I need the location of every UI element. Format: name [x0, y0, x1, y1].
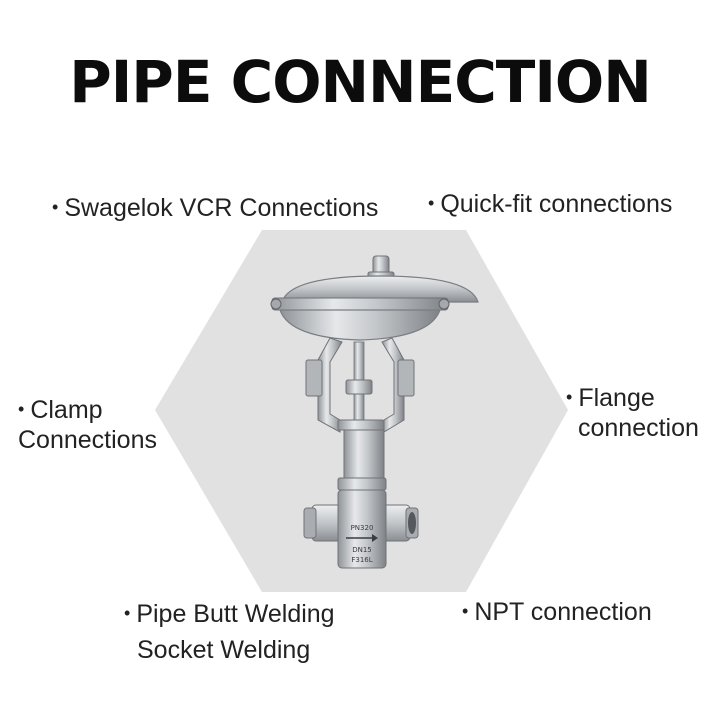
valve-marking-material: F316L [351, 556, 372, 564]
valve-marking-pressure: PN320 [351, 524, 374, 532]
label-swagelok-vcr: •Swagelok VCR Connections [52, 194, 379, 222]
page-title: PIPE CONNECTION [69, 48, 652, 116]
label-quick-fit: •Quick-fit connections [428, 190, 673, 218]
valve-marking-size: DN15 [352, 546, 372, 554]
label-npt: •NPT connection [462, 598, 652, 626]
